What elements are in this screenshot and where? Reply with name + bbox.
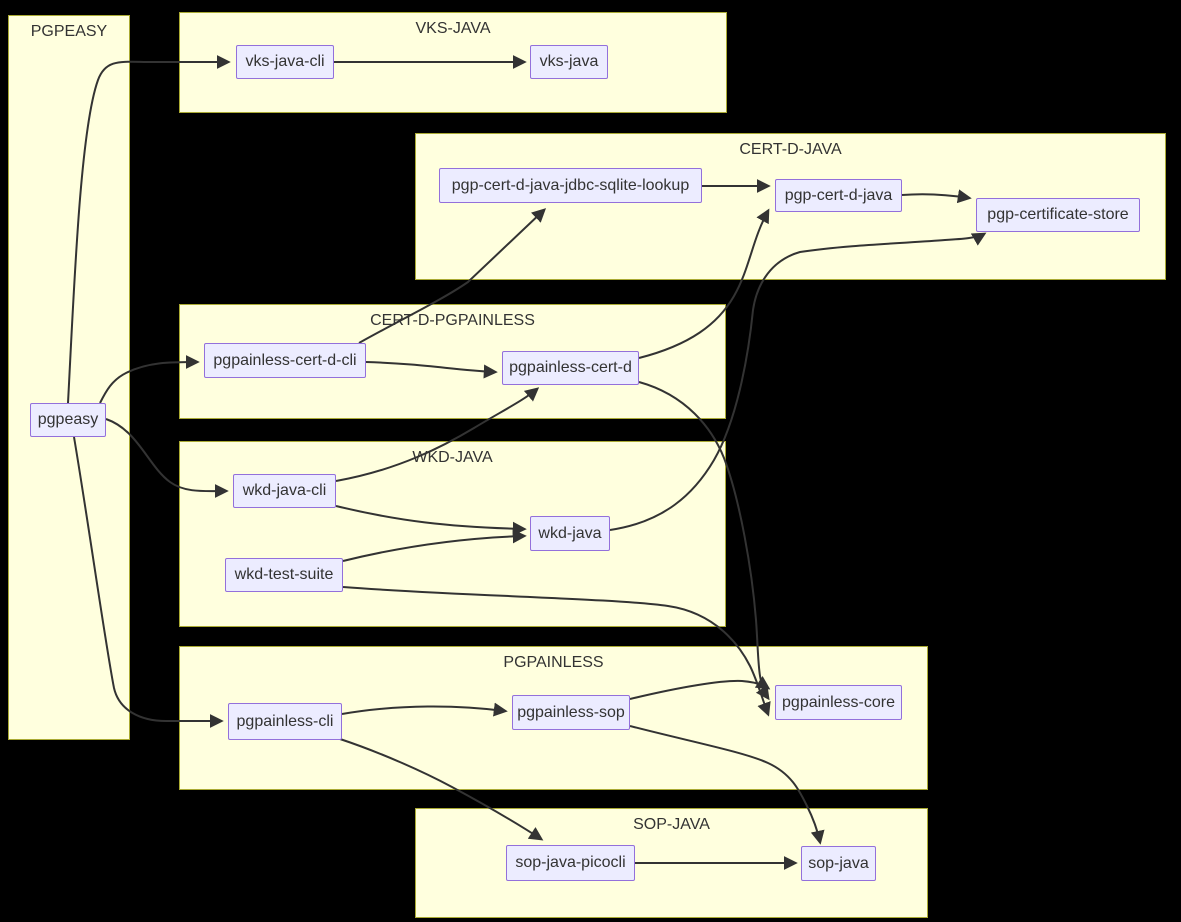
subgraph-title-vks-java: VKS-JAVA	[415, 20, 491, 37]
node-pgpainless-cli: pgpainless-cli	[228, 703, 342, 740]
node-pgpainless-cert-d: pgpainless-cert-d	[502, 351, 639, 385]
node-pgp-certificate-store: pgp-certificate-store	[976, 198, 1140, 232]
node-pgp-cert-d-java: pgp-cert-d-java	[775, 179, 902, 212]
node-wkd-java-cli: wkd-java-cli	[233, 474, 336, 508]
node-wkd-test-suite: wkd-test-suite	[225, 558, 343, 592]
node-sop-java: sop-java	[801, 846, 876, 881]
subgraph-title-pgpeasy: PGPEASY	[30, 23, 108, 40]
node-vks-java-cli: vks-java-cli	[236, 45, 334, 79]
node-pgpainless-core: pgpainless-core	[775, 685, 902, 720]
node-pgpainless-sop: pgpainless-sop	[512, 695, 630, 730]
subgraph-title-cert-d-java: CERT-D-JAVA	[739, 141, 842, 158]
subgraph-title-cert-d-pgpainless: CERT-D-PGPAINLESS	[370, 312, 535, 329]
node-pgp-cert-d-java-jdbc-sqlite-lookup: pgp-cert-d-java-jdbc-sqlite-lookup	[439, 168, 702, 203]
subgraph-title-wkd-java: WKD-JAVA	[412, 449, 493, 466]
node-pgpeasy: pgpeasy	[30, 403, 106, 437]
node-vks-java: vks-java	[530, 45, 608, 79]
subgraph-title-sop-java: SOP-JAVA	[633, 816, 710, 833]
subgraph-title-pgpainless: PGPAINLESS	[503, 654, 604, 671]
node-sop-java-picocli: sop-java-picocli	[506, 845, 635, 881]
node-pgpainless-cert-d-cli: pgpainless-cert-d-cli	[204, 343, 366, 378]
node-wkd-java: wkd-java	[530, 516, 610, 551]
subgraph-wkd-java: WKD-JAVA	[179, 441, 726, 627]
subgraph-pgpeasy: PGPEASY	[8, 15, 130, 740]
